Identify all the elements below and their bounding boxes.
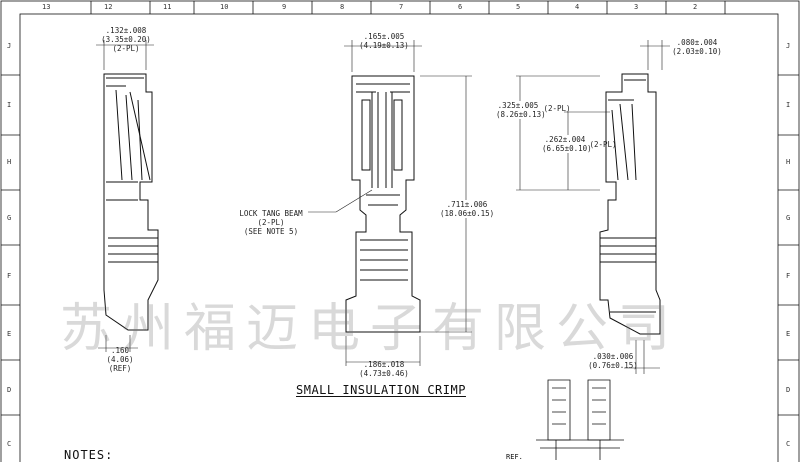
dim-mm: (4.06) [106,355,134,364]
zone-col-9: 9 [282,3,287,11]
zone-row-h-right: H [786,158,791,166]
zone-col-7: 7 [399,3,404,11]
zone-col-3: 3 [634,3,639,11]
dim-mm: (4.19±0.13) [359,41,409,50]
dim-mm: (0.76±0.15) [588,361,638,370]
dim-inch: .080±.004 [676,38,718,47]
dim-inch: .165±.005 [363,32,405,41]
dim-mm: (8.26±0.13) [496,110,546,119]
zone-row-f: F [7,272,12,280]
dim-width-center-top: .165±.005 (4.19±0.13) [352,32,416,50]
dim-mm: (2.03±0.10) [672,47,722,56]
callout-line-1: LOCK TANG BEAM [239,209,303,218]
dim-mm: (3.35±0.20) [101,35,151,44]
notes-heading: NOTES: [64,448,114,462]
zone-row-c-right: C [786,440,791,448]
dim-ref-left: .160 (4.06) (REF) [96,346,144,373]
dim-mm: (6.65±0.10) [542,144,592,153]
zone-row-g: G [7,214,12,222]
dim-width-center-bottom: .186±.018 (4.73±0.46) [352,360,416,378]
zone-row-h: H [7,158,12,166]
zone-col-8: 8 [340,3,345,11]
dim-height-right-a: .325±.005 (8.26±0.13) [496,101,546,119]
dim-inch: .132±.008 [105,26,147,35]
drawing-title: SMALL INSULATION CRIMP [296,383,466,397]
dim-note: (2-PL) [112,44,140,53]
dim-mm: (18.06±0.15) [440,209,495,218]
zone-col-4: 4 [575,3,580,11]
detail-view [536,379,624,460]
dim-note-right-b: (2-PL) [589,140,617,149]
zone-row-e-right: E [786,330,791,338]
zone-col-12: 12 [104,3,113,11]
ref-label: REF. [506,453,523,461]
zone-row-i: I [7,101,12,109]
dim-inch: .030±.006 [592,352,634,361]
zone-row-e: E [7,330,12,338]
dim-inch: .186±.018 [363,360,405,369]
dim-inch: .160 [110,346,130,355]
zone-col-2: 2 [693,3,698,11]
zone-row-f-right: F [786,272,791,280]
zone-col-11: 11 [163,3,172,11]
zone-col-6: 6 [458,3,463,11]
zone-row-j-right: J [786,42,791,50]
dim-width-right-top: .080±.004 (2.03±0.10) [672,38,722,56]
lock-tang-callout: LOCK TANG BEAM (2-PL) (SEE NOTE 5) [232,209,310,236]
dim-note-right-a: (2-PL) [543,104,571,113]
callout-line-2: (2-PL) [257,218,285,227]
dim-inch: .325±.005 [497,101,539,110]
zone-row-c: C [7,440,12,448]
zone-col-5: 5 [516,3,521,11]
callout-line-3: (SEE NOTE 5) [243,227,299,236]
dim-width-right-bottom: .030±.006 (0.76±0.15) [588,352,638,370]
dim-mm: (4.73±0.46) [359,369,409,378]
dim-length-total: .711±.006 (18.06±0.15) [440,200,494,218]
zone-col-13: 13 [42,3,51,11]
left-side-view [103,73,159,331]
dim-inch: .262±.004 [544,135,586,144]
dim-inch: .711±.006 [446,200,488,209]
zone-row-g-right: G [786,214,791,222]
dim-note: (REF) [108,364,132,373]
dim-width-left: .132±.008 (3.35±0.20) (2-PL) [96,26,156,53]
zone-row-d: D [7,386,12,394]
zone-row-j: J [7,42,12,50]
zone-row-i-right: I [786,101,791,109]
dim-height-right-b: .262±.004 (6.65±0.10) [542,135,592,153]
company-watermark: 苏州福迈电子有限公司 [60,299,681,359]
zone-col-10: 10 [220,3,229,11]
zone-row-d-right: D [786,386,791,394]
right-side-view [599,73,661,335]
